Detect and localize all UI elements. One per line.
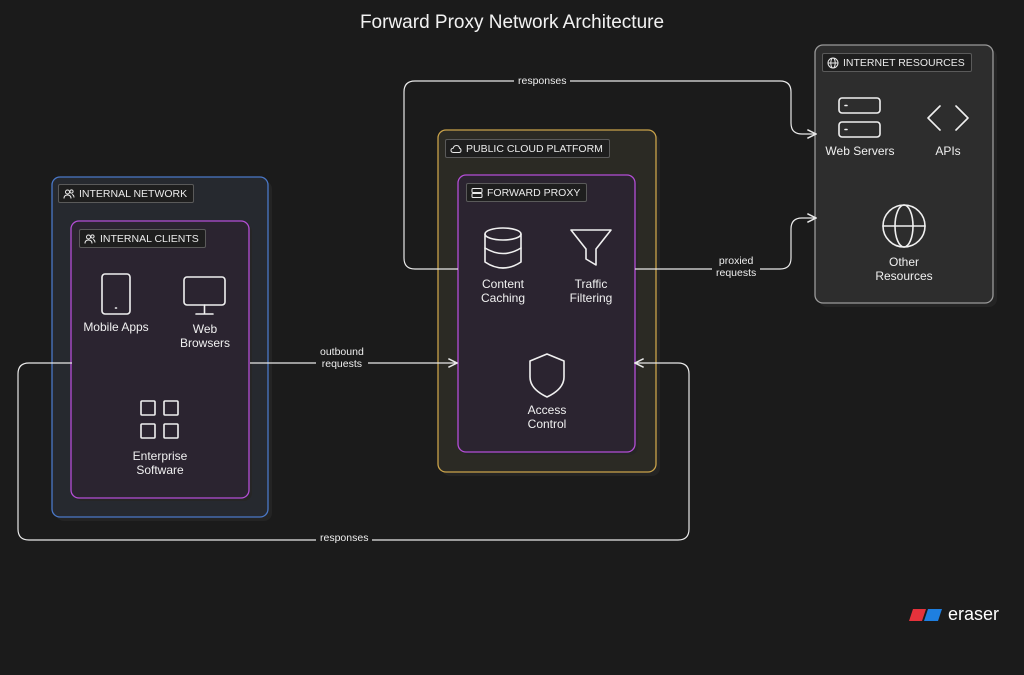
enterprise-software-label: Enterprise Software — [132, 449, 188, 477]
internet-resources-label: INTERNET RESOURCES — [843, 56, 965, 69]
content-caching-label: Content Caching — [480, 277, 526, 305]
edge-label-responses-top: responses — [514, 75, 571, 87]
forward-proxy-group — [457, 174, 636, 453]
node-enterprise-software[interactable]: Enterprise Software — [105, 443, 215, 477]
node-apis[interactable]: APIs — [908, 138, 988, 158]
internal-network-tag: INTERNAL NETWORK — [58, 184, 195, 203]
server-icon — [471, 187, 483, 198]
other-resources-label: Other Resources — [875, 255, 933, 283]
edge-label-proxied-requests: proxied requests — [712, 255, 761, 279]
edge-label-outbound-requests: outbound requests — [316, 346, 368, 370]
forward-proxy-tag: FORWARD PROXY — [466, 183, 588, 202]
globe-icon — [882, 204, 926, 248]
traffic-filtering-label: Traffic Filtering — [569, 277, 613, 305]
monitor-icon — [183, 276, 226, 315]
diagram-title: Forward Proxy Network Architecture — [359, 12, 665, 33]
globe-icon — [827, 57, 839, 68]
edge-responses-top — [403, 80, 816, 270]
web-servers-label: Web Servers — [825, 144, 895, 158]
node-web-browsers[interactable]: Web Browsers — [155, 316, 255, 350]
node-other-resources[interactable]: Other Resources — [854, 249, 954, 283]
shield-icon — [529, 353, 565, 398]
eraser-logo-icon — [909, 608, 942, 621]
internal-clients-label: INTERNAL CLIENTS — [100, 232, 199, 245]
database-icon — [484, 227, 522, 269]
filter-icon — [570, 229, 612, 266]
node-web-servers[interactable]: Web Servers — [810, 138, 910, 158]
access-control-label: Access Control — [527, 403, 567, 431]
mobile-phone-icon — [101, 273, 131, 315]
web-browsers-label: Web Browsers — [179, 322, 230, 350]
eraser-logo-text: eraser — [948, 604, 1000, 624]
internal-network-label: INTERNAL NETWORK — [79, 187, 188, 200]
internet-resources-group — [814, 44, 994, 304]
public-cloud-tag: PUBLIC CLOUD PLATFORM — [445, 139, 610, 158]
apis-label: APIs — [935, 144, 961, 158]
internet-resources-tag: INTERNET RESOURCES — [822, 53, 972, 72]
code-icon — [927, 105, 969, 131]
node-access-control[interactable]: Access Control — [497, 397, 597, 431]
edge-proxied-requests — [635, 218, 816, 270]
server-icon — [838, 97, 881, 138]
edge-label-responses-bottom: responses — [316, 532, 373, 544]
grid-icon — [140, 400, 179, 439]
eraser-logo: eraser — [908, 604, 999, 625]
internal-clients-group — [70, 220, 250, 499]
forward-proxy-label: FORWARD PROXY — [487, 186, 581, 199]
internal-clients-tag: INTERNAL CLIENTS — [79, 229, 206, 248]
node-content-caching[interactable]: Content Caching — [453, 271, 553, 305]
cloud-icon — [450, 144, 462, 153]
mobile-apps-label: Mobile Apps — [83, 320, 149, 334]
node-mobile-apps[interactable]: Mobile Apps — [66, 314, 166, 334]
users-icon — [63, 188, 75, 199]
public-cloud-label: PUBLIC CLOUD PLATFORM — [466, 142, 603, 155]
users-icon — [84, 233, 96, 244]
node-traffic-filtering[interactable]: Traffic Filtering — [541, 271, 641, 305]
